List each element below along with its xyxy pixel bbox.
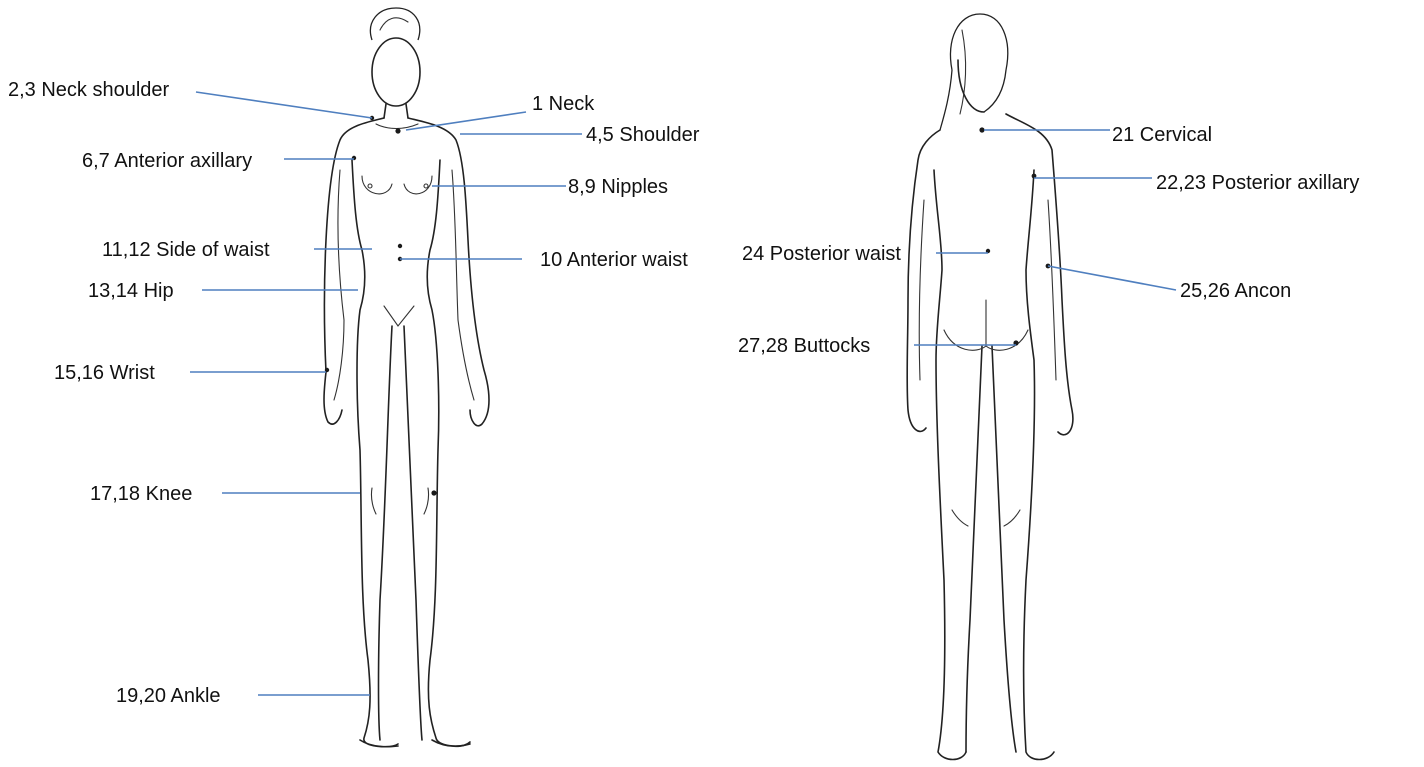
label-knee: 17,18 Knee xyxy=(90,483,192,505)
label-nipples: 8,9 Nipples xyxy=(568,176,668,198)
label-wrist: 15,16 Wrist xyxy=(54,362,155,384)
label-shoulder: 4,5 Shoulder xyxy=(586,124,700,146)
label-posterior-waist: 24 Posterior waist xyxy=(742,243,901,265)
leader-neck-shoulder xyxy=(196,92,372,118)
leader-ancon xyxy=(1048,266,1176,290)
label-anterior-axillary: 6,7 Anterior axillary xyxy=(82,150,252,172)
label-side-of-waist: 11,12 Side of waist xyxy=(102,239,270,261)
front-figure xyxy=(324,8,489,747)
label-anterior-waist: 10 Anterior waist xyxy=(540,249,688,271)
label-cervical: 21 Cervical xyxy=(1112,124,1212,146)
label-hip: 13,14 Hip xyxy=(88,280,174,302)
label-posterior-axillary: 22,23 Posterior axillary xyxy=(1156,172,1359,194)
label-neck: 1 Neck xyxy=(532,93,595,115)
label-ankle: 19,20 Ankle xyxy=(116,685,221,707)
leader-neck xyxy=(406,112,526,130)
label-ancon: 25,26 Ancon xyxy=(1180,280,1291,302)
leader-lines xyxy=(190,92,1176,695)
label-neck-shoulder: 2,3 Neck shoulder xyxy=(8,79,170,101)
back-figure xyxy=(907,14,1073,760)
landmark-labels: 2,3 Neck shoulder 1 Neck 4,5 Shoulder 6,… xyxy=(8,79,1359,707)
label-buttocks: 27,28 Buttocks xyxy=(738,335,870,357)
